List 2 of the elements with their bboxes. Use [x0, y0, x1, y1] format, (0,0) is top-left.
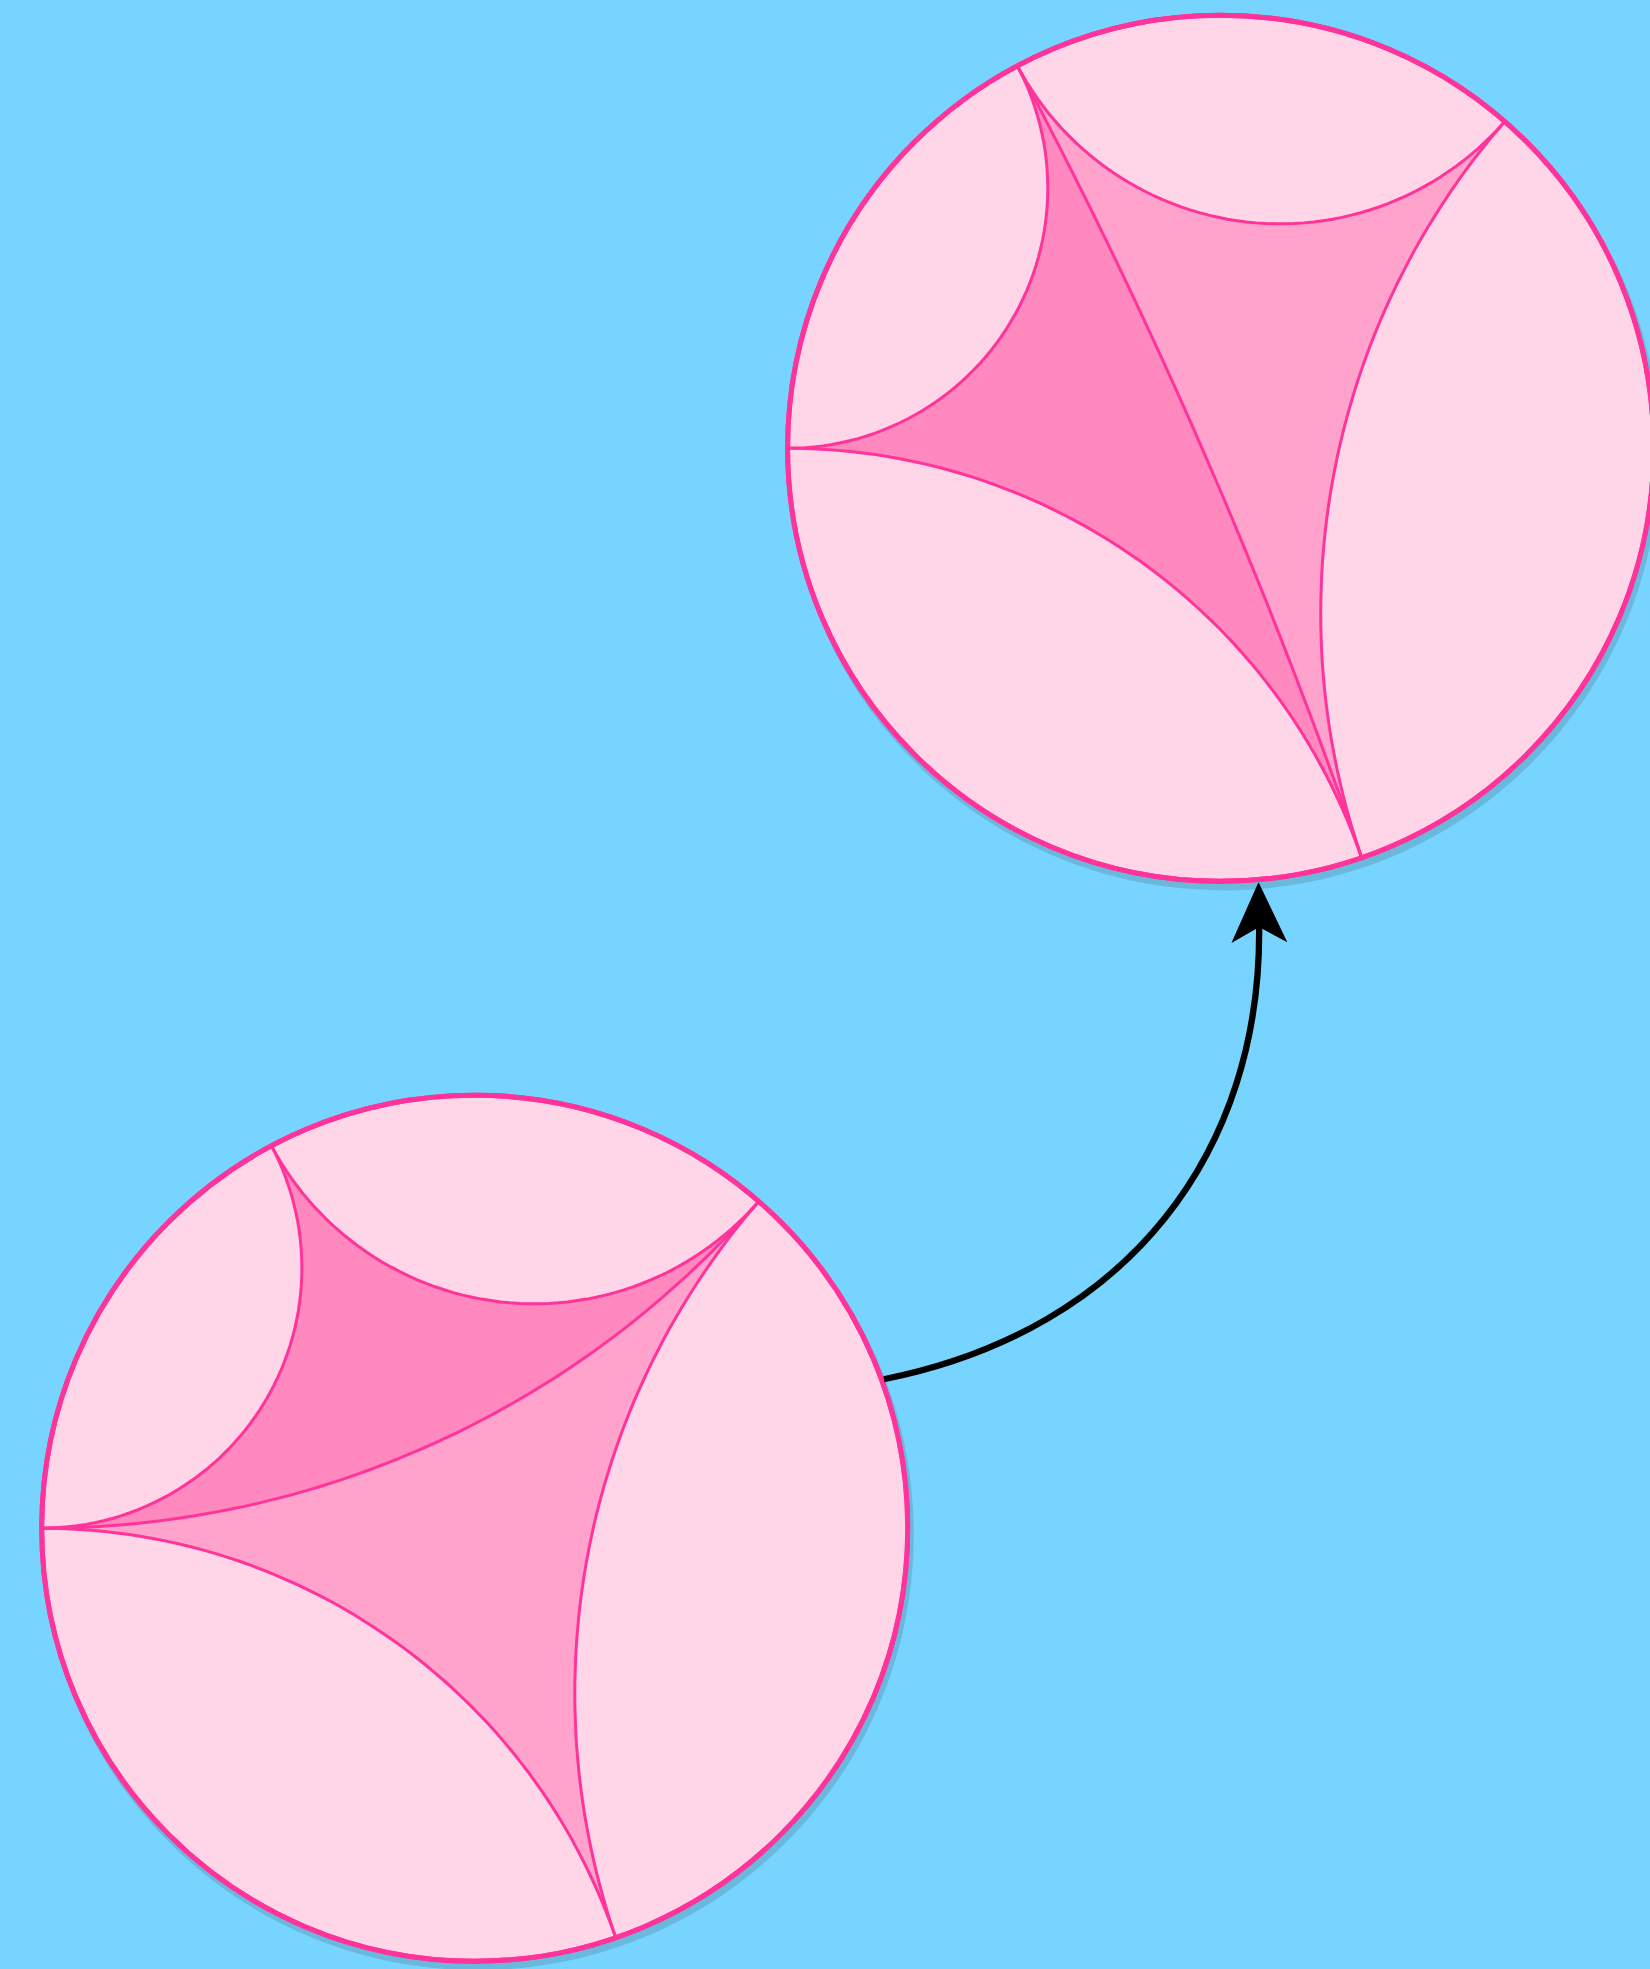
hyperbolic-disk-drawing: [39, 1092, 914, 1969]
hyperbolic-disk-drawing: [785, 12, 1650, 891]
